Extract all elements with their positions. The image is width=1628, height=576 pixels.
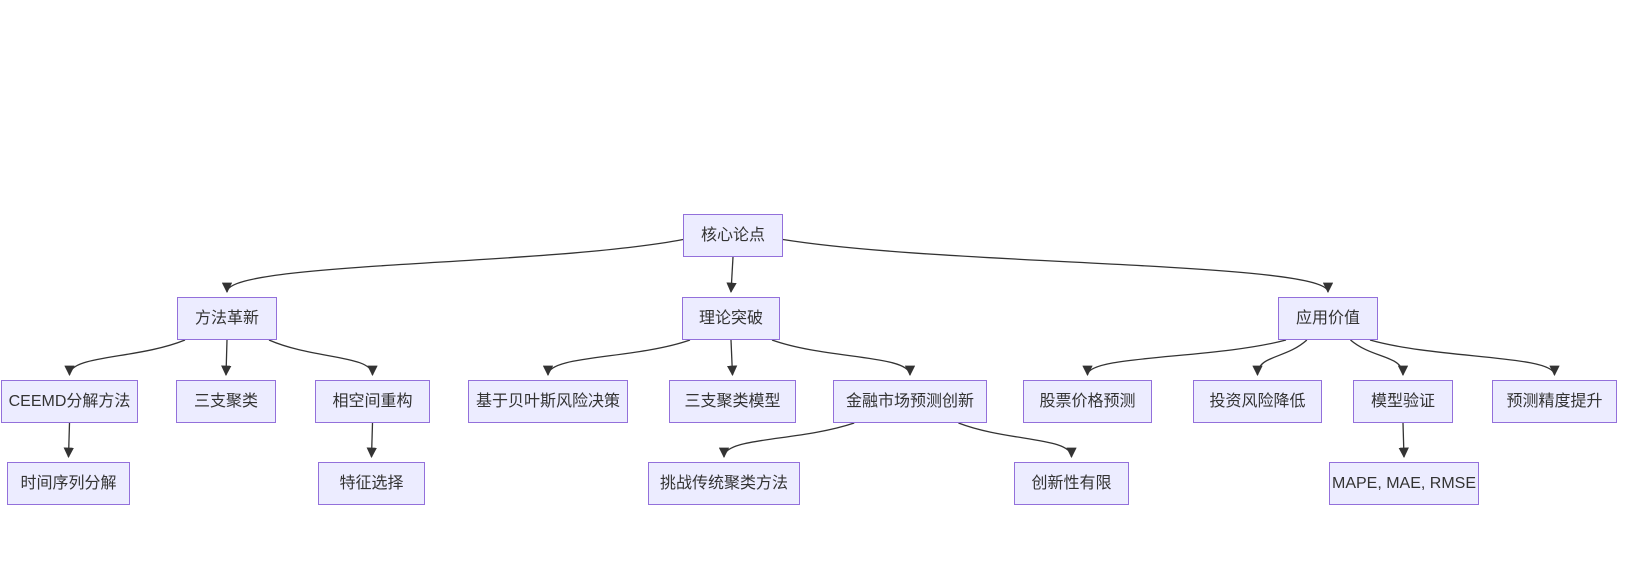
node-method: 方法革新 — [177, 297, 277, 340]
node-label: 理论突破 — [698, 309, 763, 327]
node-label: CEEMD分解方法 — [8, 392, 131, 410]
node-stock: 股票价格预测 — [1023, 380, 1152, 423]
node-label: 特征选择 — [339, 474, 404, 492]
edge-theory-to-twc-model — [726, 339, 738, 377]
edge-theory-to-bayes — [542, 339, 691, 377]
node-label: 金融市场预测创新 — [845, 392, 974, 410]
edge-validate-to-metrics — [1398, 422, 1409, 459]
node-label: 投资风险降低 — [1209, 392, 1306, 410]
node-three-cluster: 三支聚类 — [176, 380, 276, 423]
node-label: 创新性有限 — [1031, 474, 1112, 492]
edge-value-to-risk — [1252, 339, 1308, 377]
node-label: 核心论点 — [700, 226, 765, 244]
edge-phase-space-to-feature — [366, 422, 377, 459]
node-bayes: 基于贝叶斯风险决策 — [468, 380, 628, 423]
node-label: 挑战传统聚类方法 — [659, 474, 788, 492]
node-metrics: MAPE, MAE, RMSE — [1329, 462, 1479, 505]
edge-method-to-ceemd — [64, 339, 186, 377]
edge-value-to-precision — [1369, 339, 1560, 377]
node-twc-model: 三支聚类模型 — [669, 380, 796, 423]
edge-ceemd-to-ts-decomp — [63, 422, 74, 459]
node-value: 应用价值 — [1278, 297, 1378, 340]
edge-theory-to-fin-innov — [771, 339, 916, 377]
node-label: MAPE, MAE, RMSE — [1331, 474, 1477, 492]
node-ts-decomp: 时间序列分解 — [7, 462, 130, 505]
node-root: 核心论点 — [683, 214, 783, 257]
edge-root-to-theory — [726, 256, 737, 294]
edge-fin-innov-to-limited — [958, 422, 1077, 459]
node-challenge: 挑战传统聚类方法 — [648, 462, 800, 505]
node-limited: 创新性有限 — [1014, 462, 1129, 505]
node-label: 股票价格预测 — [1039, 392, 1136, 410]
node-label: 时间序列分解 — [20, 474, 117, 492]
node-fin-innov: 金融市场预测创新 — [833, 380, 987, 423]
node-label: 基于贝叶斯风险决策 — [475, 392, 620, 410]
node-label: 方法革新 — [194, 309, 259, 327]
edge-method-to-three-cluster — [221, 339, 232, 377]
node-label: 三支聚类模型 — [684, 392, 781, 410]
node-label: 预测精度提升 — [1506, 392, 1603, 410]
edge-value-to-stock — [1082, 339, 1287, 377]
edge-root-to-value — [782, 238, 1334, 294]
edge-method-to-phase-space — [268, 339, 378, 377]
node-phase-space: 相空间重构 — [315, 380, 430, 423]
node-feature: 特征选择 — [318, 462, 425, 505]
node-validate: 模型验证 — [1353, 380, 1453, 423]
node-label: 三支聚类 — [193, 392, 258, 410]
node-ceemd: CEEMD分解方法 — [1, 380, 138, 423]
node-precision: 预测精度提升 — [1492, 380, 1617, 423]
edge-root-to-method — [221, 238, 684, 294]
node-theory: 理论突破 — [682, 297, 780, 340]
node-label: 应用价值 — [1295, 309, 1360, 327]
edge-fin-innov-to-challenge — [718, 422, 855, 459]
node-risk: 投资风险降低 — [1193, 380, 1322, 423]
node-label: 相空间重构 — [332, 392, 413, 410]
edge-value-to-validate — [1350, 339, 1409, 377]
node-label: 模型验证 — [1370, 392, 1435, 410]
